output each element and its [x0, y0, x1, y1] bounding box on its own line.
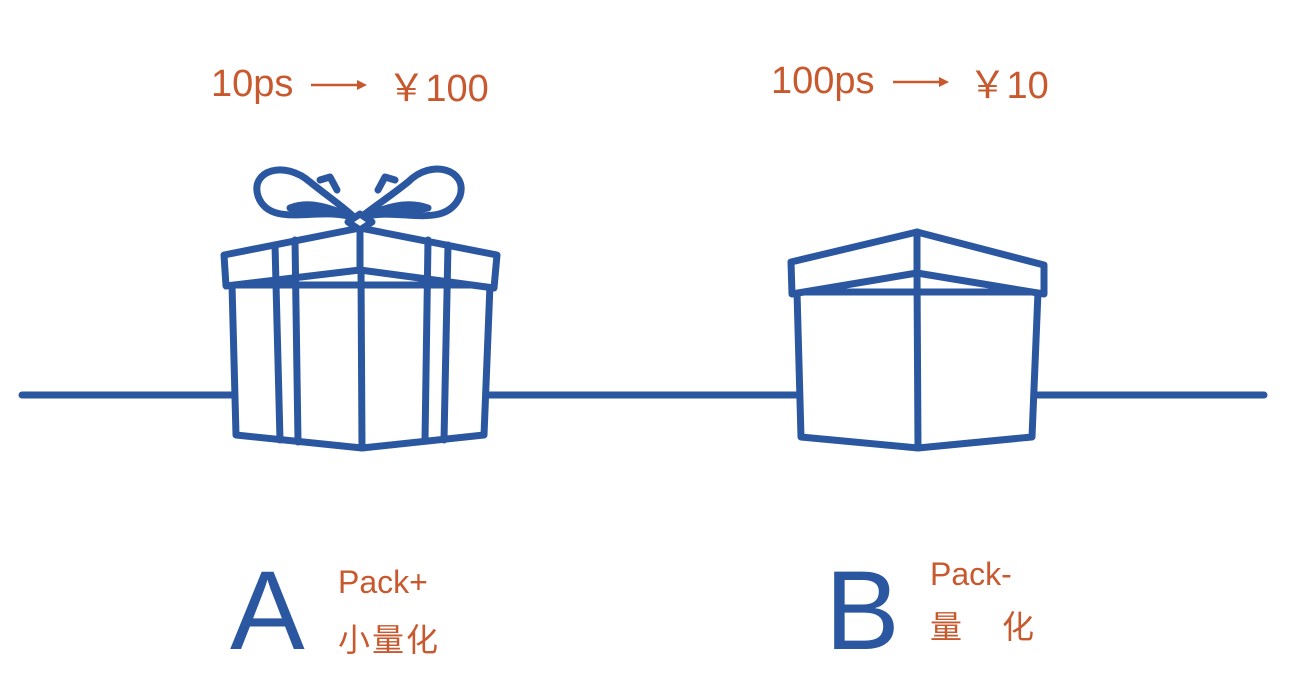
quantity-b: 100ps	[771, 60, 875, 103]
letter-b: B	[825, 555, 900, 667]
cn-label-a: 小量化	[338, 624, 440, 656]
price-label-a: 10ps ￥100	[211, 57, 489, 112]
quantity-a: 10ps	[211, 63, 293, 106]
plain-box-icon	[791, 232, 1044, 448]
pack-label-b: Pack-	[930, 558, 1012, 590]
price-label-b: 100ps ￥10	[771, 54, 1049, 109]
arrow-right-icon	[893, 72, 951, 92]
arrow-right-icon	[311, 75, 369, 95]
price-b: ￥10	[969, 54, 1049, 109]
cn-label-b: 量化	[930, 611, 1074, 643]
letter-a: A	[230, 555, 305, 667]
price-a: ￥100	[387, 57, 488, 112]
pack-label-a: Pack+	[338, 566, 428, 598]
gift-box-with-bow-icon	[224, 169, 497, 448]
